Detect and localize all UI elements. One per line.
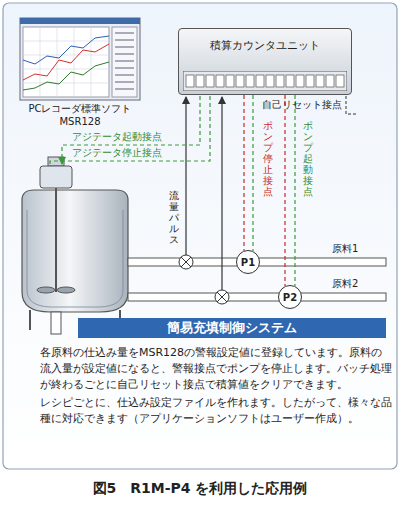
contact-wire xyxy=(284,95,285,286)
frame xyxy=(3,3,397,469)
contact-wire xyxy=(243,95,244,251)
terminal xyxy=(326,75,334,87)
pc-screen xyxy=(20,18,140,100)
node-label: 積算カウンタユニット xyxy=(185,38,345,53)
terminal xyxy=(306,75,314,87)
node-label: PCレコーダ標準ソフト MSR128 xyxy=(16,102,144,128)
contact-label: ポンプ起動接点 xyxy=(303,120,313,197)
tank xyxy=(22,157,128,334)
contact-label: 自己リセット接点 xyxy=(262,99,344,110)
flow-meters xyxy=(179,255,229,304)
pc-software: PCレコーダ標準ソフト MSR128 xyxy=(16,16,144,128)
material-label: 原料2 xyxy=(332,278,382,290)
node-label: P2 xyxy=(283,292,297,303)
figure-caption: 図5 R1M-P4 を利用した応用例 xyxy=(0,480,400,498)
node-label: 簡易充填制御システム xyxy=(78,318,386,338)
terminal xyxy=(196,75,204,87)
pump-circle: P1 xyxy=(236,250,260,274)
terminal-base xyxy=(183,71,347,91)
self-reset-wire xyxy=(346,96,356,114)
terminal xyxy=(186,75,194,87)
description-text: レシピごとに、仕込み設定ファイルを作れます。したがって、様々な品種に対応できます… xyxy=(40,395,392,427)
terminal xyxy=(296,75,304,87)
material-label: 原料1 xyxy=(332,243,382,255)
terminal-strip xyxy=(183,71,347,91)
terminal xyxy=(246,75,254,87)
terminal xyxy=(266,75,274,87)
terminal xyxy=(236,75,244,87)
pump-circle: P2 xyxy=(278,285,302,309)
counter-unit: 積算カウンタユニット xyxy=(178,28,352,95)
terminal xyxy=(286,75,294,87)
contact-wire xyxy=(294,95,295,286)
terminal xyxy=(216,75,224,87)
terminal xyxy=(226,75,234,87)
terminal xyxy=(336,75,344,87)
terminal xyxy=(256,75,264,87)
signal-label: 流量パルス xyxy=(169,190,179,245)
section-band: 簡易充填制御システム xyxy=(78,318,386,338)
description-text: 各原料の仕込み量をMSR128の警報設定値に登録しています。原料の流入量が設定値… xyxy=(40,345,392,393)
terminal xyxy=(316,75,324,87)
terminal xyxy=(206,75,214,87)
node-label: P1 xyxy=(241,257,255,268)
contact-label: アジテータ起動接点 xyxy=(72,131,192,142)
terminal xyxy=(276,75,284,87)
contact-wire xyxy=(252,95,253,251)
contact-label: ポンプ停止接点 xyxy=(263,120,273,197)
contact-label: アジテータ停止接点 xyxy=(72,147,192,158)
